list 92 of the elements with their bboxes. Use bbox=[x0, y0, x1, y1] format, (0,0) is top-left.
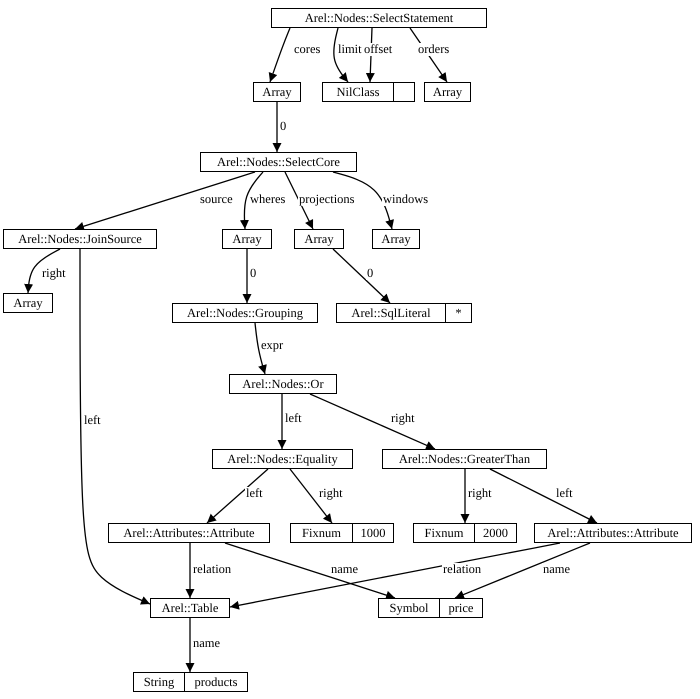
record-box bbox=[382, 449, 547, 469]
arrow bbox=[186, 543, 194, 598]
arrow bbox=[289, 468, 333, 524]
node-label: Symbol bbox=[388, 600, 430, 617]
edge-label: left bbox=[555, 487, 574, 500]
record-box bbox=[150, 598, 230, 618]
edge-label: left bbox=[83, 414, 102, 427]
arrow bbox=[333, 28, 348, 82]
node-label: 2000 bbox=[474, 524, 516, 542]
record-box bbox=[172, 303, 318, 323]
arrow bbox=[24, 248, 60, 294]
node-label: Arel::Nodes::JoinSource bbox=[17, 230, 143, 248]
record-box bbox=[253, 82, 301, 102]
record-box bbox=[534, 523, 692, 543]
node-label: Fixnum bbox=[424, 524, 464, 542]
node-label: String bbox=[142, 674, 176, 691]
node-label: Array bbox=[261, 84, 293, 101]
arrow bbox=[224, 542, 396, 600]
node-label: Arel::SqlLiteral bbox=[350, 304, 432, 322]
edge-label: left bbox=[245, 487, 264, 500]
node-label: NilClass bbox=[335, 84, 381, 101]
arrow bbox=[74, 171, 256, 231]
arrow bbox=[278, 394, 286, 449]
arrow bbox=[454, 542, 590, 599]
node-label: Arel::Nodes::SelectCore bbox=[216, 154, 341, 171]
record-box bbox=[413, 523, 517, 543]
arrow bbox=[79, 249, 150, 605]
arrow bbox=[206, 468, 268, 524]
node-label: Arel::Nodes::Grouping bbox=[186, 304, 304, 322]
arrow bbox=[240, 172, 264, 230]
record-box bbox=[108, 523, 270, 543]
record-box bbox=[212, 449, 353, 469]
arrow bbox=[254, 322, 267, 374]
edge-label: limit bbox=[337, 43, 363, 56]
arrow bbox=[490, 468, 598, 524]
record-box bbox=[294, 229, 344, 249]
edge-label: relation bbox=[442, 563, 482, 576]
record-box bbox=[378, 598, 483, 618]
node-label: Arel::Attributes::Attribute bbox=[122, 524, 256, 542]
node-label: Arel::Nodes::Equality bbox=[226, 450, 339, 468]
edge-label: wheres bbox=[249, 193, 286, 206]
arrow bbox=[242, 249, 252, 303]
edge-label: relation bbox=[192, 563, 232, 576]
arrow bbox=[284, 172, 314, 230]
node-label: price bbox=[439, 599, 482, 617]
edge-label: 0 bbox=[249, 267, 258, 280]
arrow bbox=[332, 248, 390, 304]
arrow bbox=[230, 542, 560, 610]
node-label: products bbox=[184, 673, 247, 691]
node-label: Arel::Nodes::Or bbox=[241, 376, 325, 393]
arrow bbox=[272, 102, 282, 152]
edge-label: right bbox=[41, 267, 67, 280]
record-box bbox=[3, 293, 53, 313]
edge-label: 0 bbox=[366, 267, 374, 280]
edge-label: right bbox=[318, 487, 344, 500]
record-box bbox=[271, 8, 487, 28]
node-label: 1000 bbox=[352, 524, 393, 542]
node-label: Array bbox=[380, 230, 412, 248]
edge-label: projections bbox=[298, 193, 356, 206]
arrow bbox=[186, 618, 194, 672]
arrow bbox=[332, 171, 394, 230]
record-box bbox=[424, 82, 471, 102]
record-box bbox=[3, 229, 157, 249]
edge-label: 0 bbox=[279, 120, 288, 133]
edge-label: windows bbox=[382, 193, 430, 206]
node-label: * bbox=[445, 304, 471, 322]
arrow bbox=[310, 393, 436, 450]
record-box bbox=[290, 523, 394, 543]
node-label: Array bbox=[303, 230, 335, 248]
edge-label: right bbox=[467, 487, 493, 500]
arrow bbox=[268, 28, 291, 82]
arrow bbox=[460, 469, 470, 523]
record-box bbox=[322, 82, 415, 102]
edge-label: left bbox=[284, 412, 303, 425]
edge-label: right bbox=[390, 412, 416, 425]
edge-label: name bbox=[542, 563, 572, 576]
node-label: Arel::Attributes::Attribute bbox=[546, 524, 680, 542]
record-box bbox=[200, 152, 357, 172]
node-label: Array bbox=[231, 230, 263, 248]
node-label: Fixnum bbox=[301, 524, 342, 542]
node-label: Array bbox=[432, 84, 464, 101]
record-box bbox=[222, 229, 272, 249]
edge-label: offset bbox=[363, 43, 394, 56]
record-box bbox=[133, 672, 248, 692]
node-label: Array bbox=[12, 294, 44, 312]
record-box bbox=[372, 229, 420, 249]
node-label: Arel::Nodes::SelectStatement bbox=[304, 10, 454, 27]
node-label: Arel::Nodes::GreaterThan bbox=[398, 450, 532, 468]
record-box bbox=[336, 303, 472, 323]
node-label: Arel::Table bbox=[160, 600, 220, 617]
record-box bbox=[229, 374, 337, 394]
edge-label: orders bbox=[417, 43, 450, 56]
